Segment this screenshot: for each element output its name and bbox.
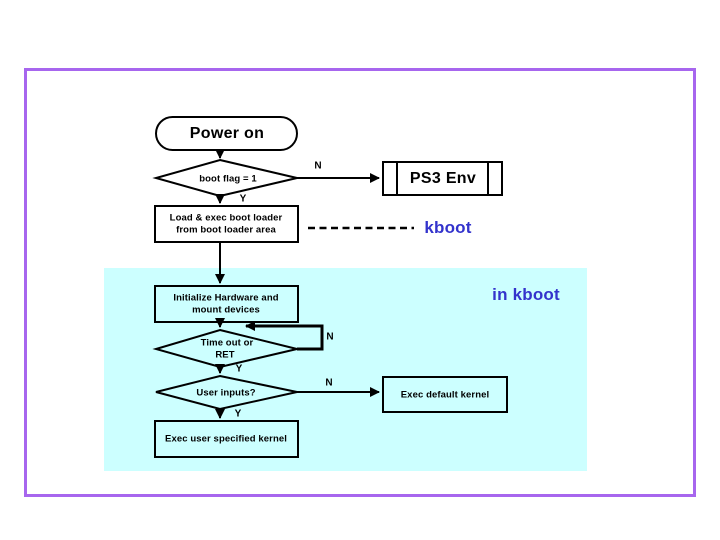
exec-user-kernel-label: Exec user specified kernel (165, 433, 287, 445)
load-boot-loader-label-line2: from boot loader area (176, 224, 276, 236)
user-inputs-label: User inputs? (196, 387, 256, 399)
exec-user-kernel-shape (154, 420, 299, 458)
init-hardware-label-line2: mount devices (192, 304, 260, 316)
timeout-decision-shape (152, 328, 298, 369)
timeout-label-line1: Time out or (200, 337, 254, 349)
load-boot-loader-label-line1: Load & exec boot loader (169, 212, 283, 224)
exec-default-kernel-label: Exec default kernel (400, 389, 490, 401)
kboot-annotation: kboot (424, 218, 472, 237)
init-hardware-label-line1: Initialize Hardware and (173, 292, 279, 304)
timeout-no-label: N (326, 331, 334, 343)
userinputs-no-label: N (325, 377, 333, 389)
in-kboot-region (104, 268, 587, 471)
boot-flag-label: boot flag = 1 (199, 173, 257, 185)
timeout-label-line2: RET (215, 349, 235, 361)
load-boot-loader-shape (154, 205, 299, 243)
power-on-terminal-shape (155, 116, 298, 151)
power-on-label: Power on (189, 125, 265, 142)
timeout-no-loop (245, 321, 324, 351)
bootflag-yes-label: Y (239, 193, 247, 205)
userinputs-yes-label: Y (234, 408, 242, 420)
exec-default-kernel-shape (382, 376, 508, 413)
bootflag-no-label: N (314, 160, 322, 172)
in-kboot-annotation: in kboot (492, 285, 560, 304)
ps3-env-label: PS3 Env (409, 170, 477, 187)
ps3-env-shape (382, 161, 503, 196)
init-hardware-shape (154, 285, 299, 323)
timeout-yes-label: Y (235, 363, 243, 375)
